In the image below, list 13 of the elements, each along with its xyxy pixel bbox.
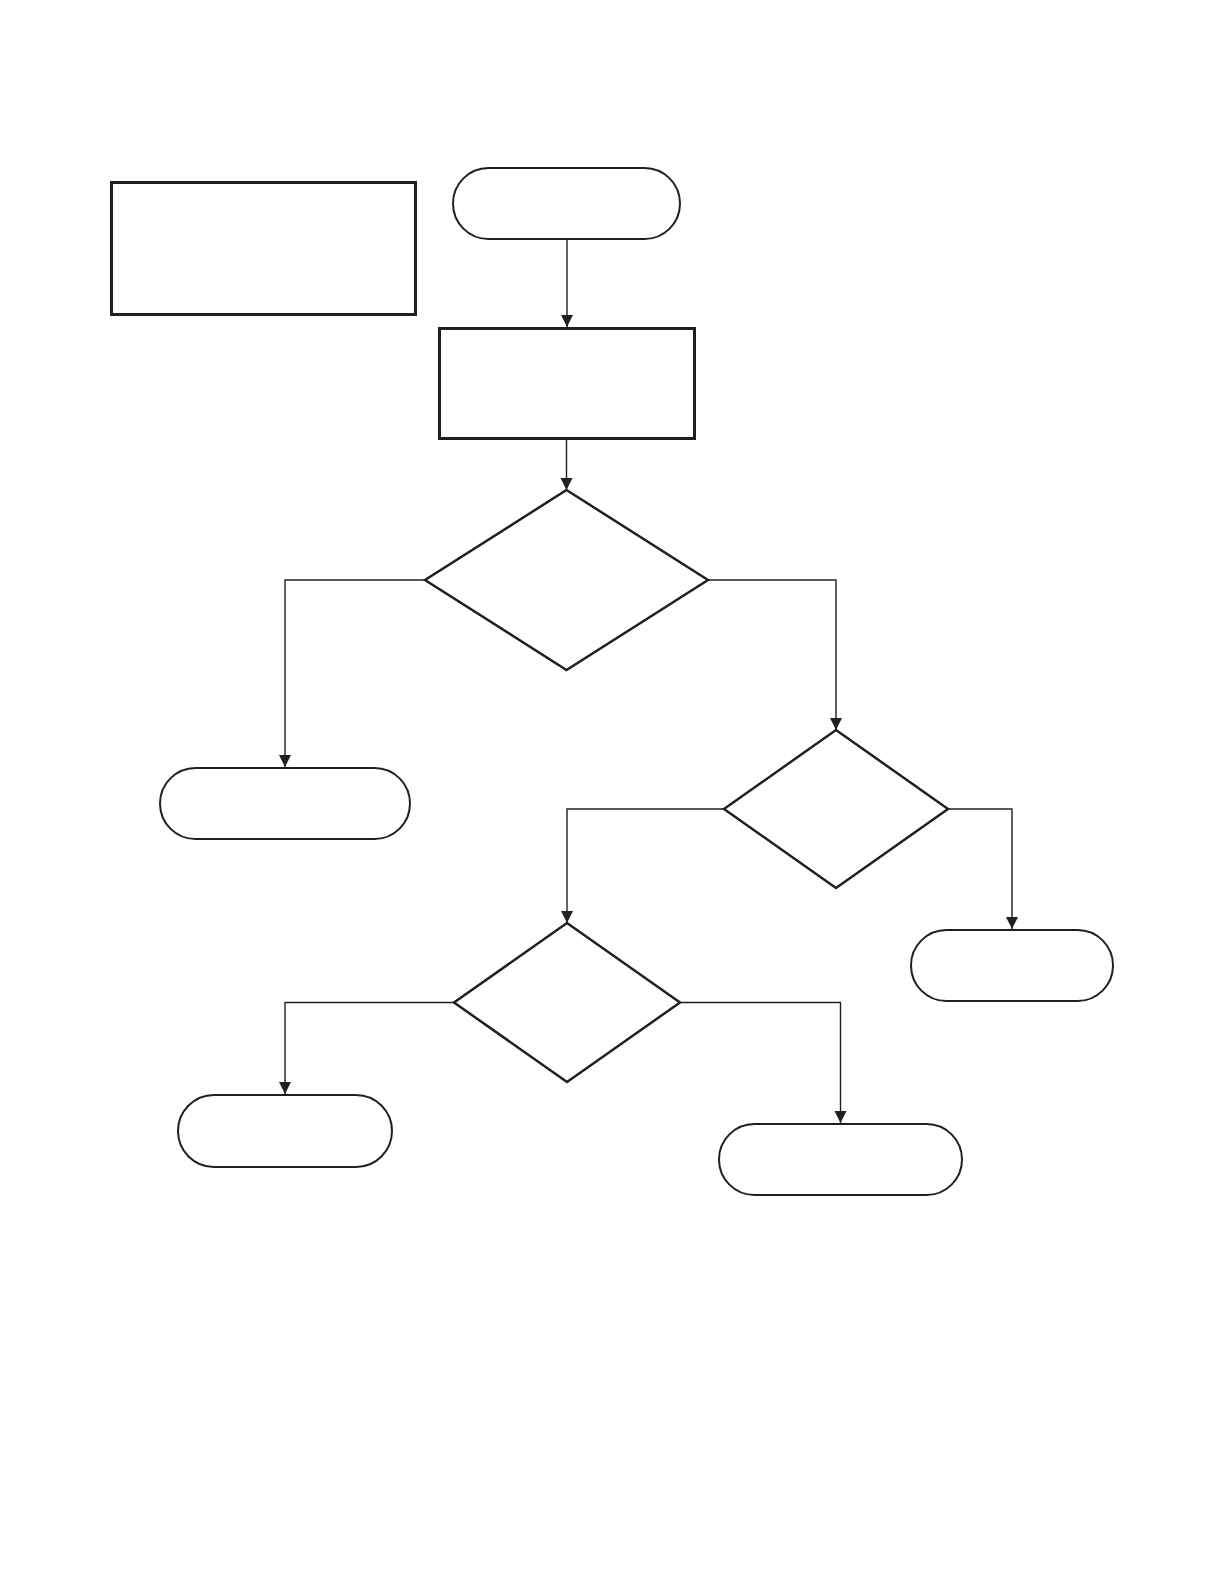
arrow [561,808,725,924]
arrow [679,1001,847,1124]
decision-diamond [724,730,948,888]
decision-diamond [425,490,708,670]
info-box [110,181,417,316]
arrow [279,579,426,768]
arrow [561,239,573,328]
arrow [947,808,1018,930]
arrow [707,579,842,731]
arrow [560,439,573,491]
decision-diamond [454,923,680,1082]
arrow [279,1001,455,1095]
process-box [438,327,696,440]
